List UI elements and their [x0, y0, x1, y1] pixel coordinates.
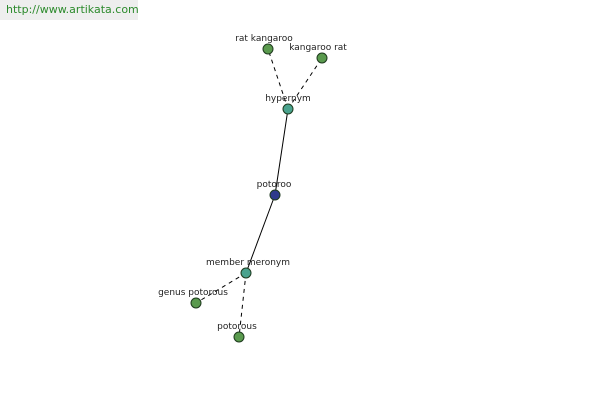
nodes-layer: potoroo hypernym member meronym rat kangaro…: [158, 34, 347, 343]
node-circle[interactable]: [282, 103, 294, 115]
node-genus-potorous[interactable]: genus potorous: [158, 288, 228, 309]
node-label: potoroo: [257, 180, 292, 190]
edge-hypernym-to-kangaroo-rat: [287, 57, 323, 110]
node-circle[interactable]: [262, 43, 274, 55]
node-label: hypernym: [265, 94, 311, 104]
node-potoroo[interactable]: potoroo: [257, 180, 292, 201]
node-hypernym[interactable]: hypernym: [265, 94, 311, 115]
edge-member-meronym-to-potorous: [238, 272, 247, 338]
node-label: kangaroo rat: [289, 43, 347, 53]
node-potorous[interactable]: potorous: [217, 322, 257, 343]
node-circle[interactable]: [190, 297, 202, 309]
edge-potoroo-to-member-meronym: [245, 194, 276, 274]
edge-member-meronym-to-genus-potorous: [195, 272, 247, 304]
edges-layer: [195, 48, 323, 338]
node-circle[interactable]: [316, 52, 328, 64]
node-circle[interactable]: [269, 189, 281, 201]
node-label: rat kangaroo: [235, 34, 293, 44]
node-label: member meronym: [206, 258, 290, 268]
watermark-link[interactable]: http://www.artikata.com: [0, 0, 139, 20]
node-circle[interactable]: [240, 267, 252, 279]
edge-potoroo-to-hypernym: [274, 108, 289, 196]
node-circle[interactable]: [233, 331, 245, 343]
node-rat-kangaroo[interactable]: rat kangaroo: [235, 34, 293, 55]
edge-hypernym-to-rat-kangaroo: [267, 48, 289, 110]
node-label: potorous: [217, 322, 257, 332]
node-kangaroo-rat[interactable]: kangaroo rat: [289, 43, 347, 64]
node-member-meronym[interactable]: member meronym: [206, 258, 290, 279]
node-label: genus potorous: [158, 288, 228, 298]
